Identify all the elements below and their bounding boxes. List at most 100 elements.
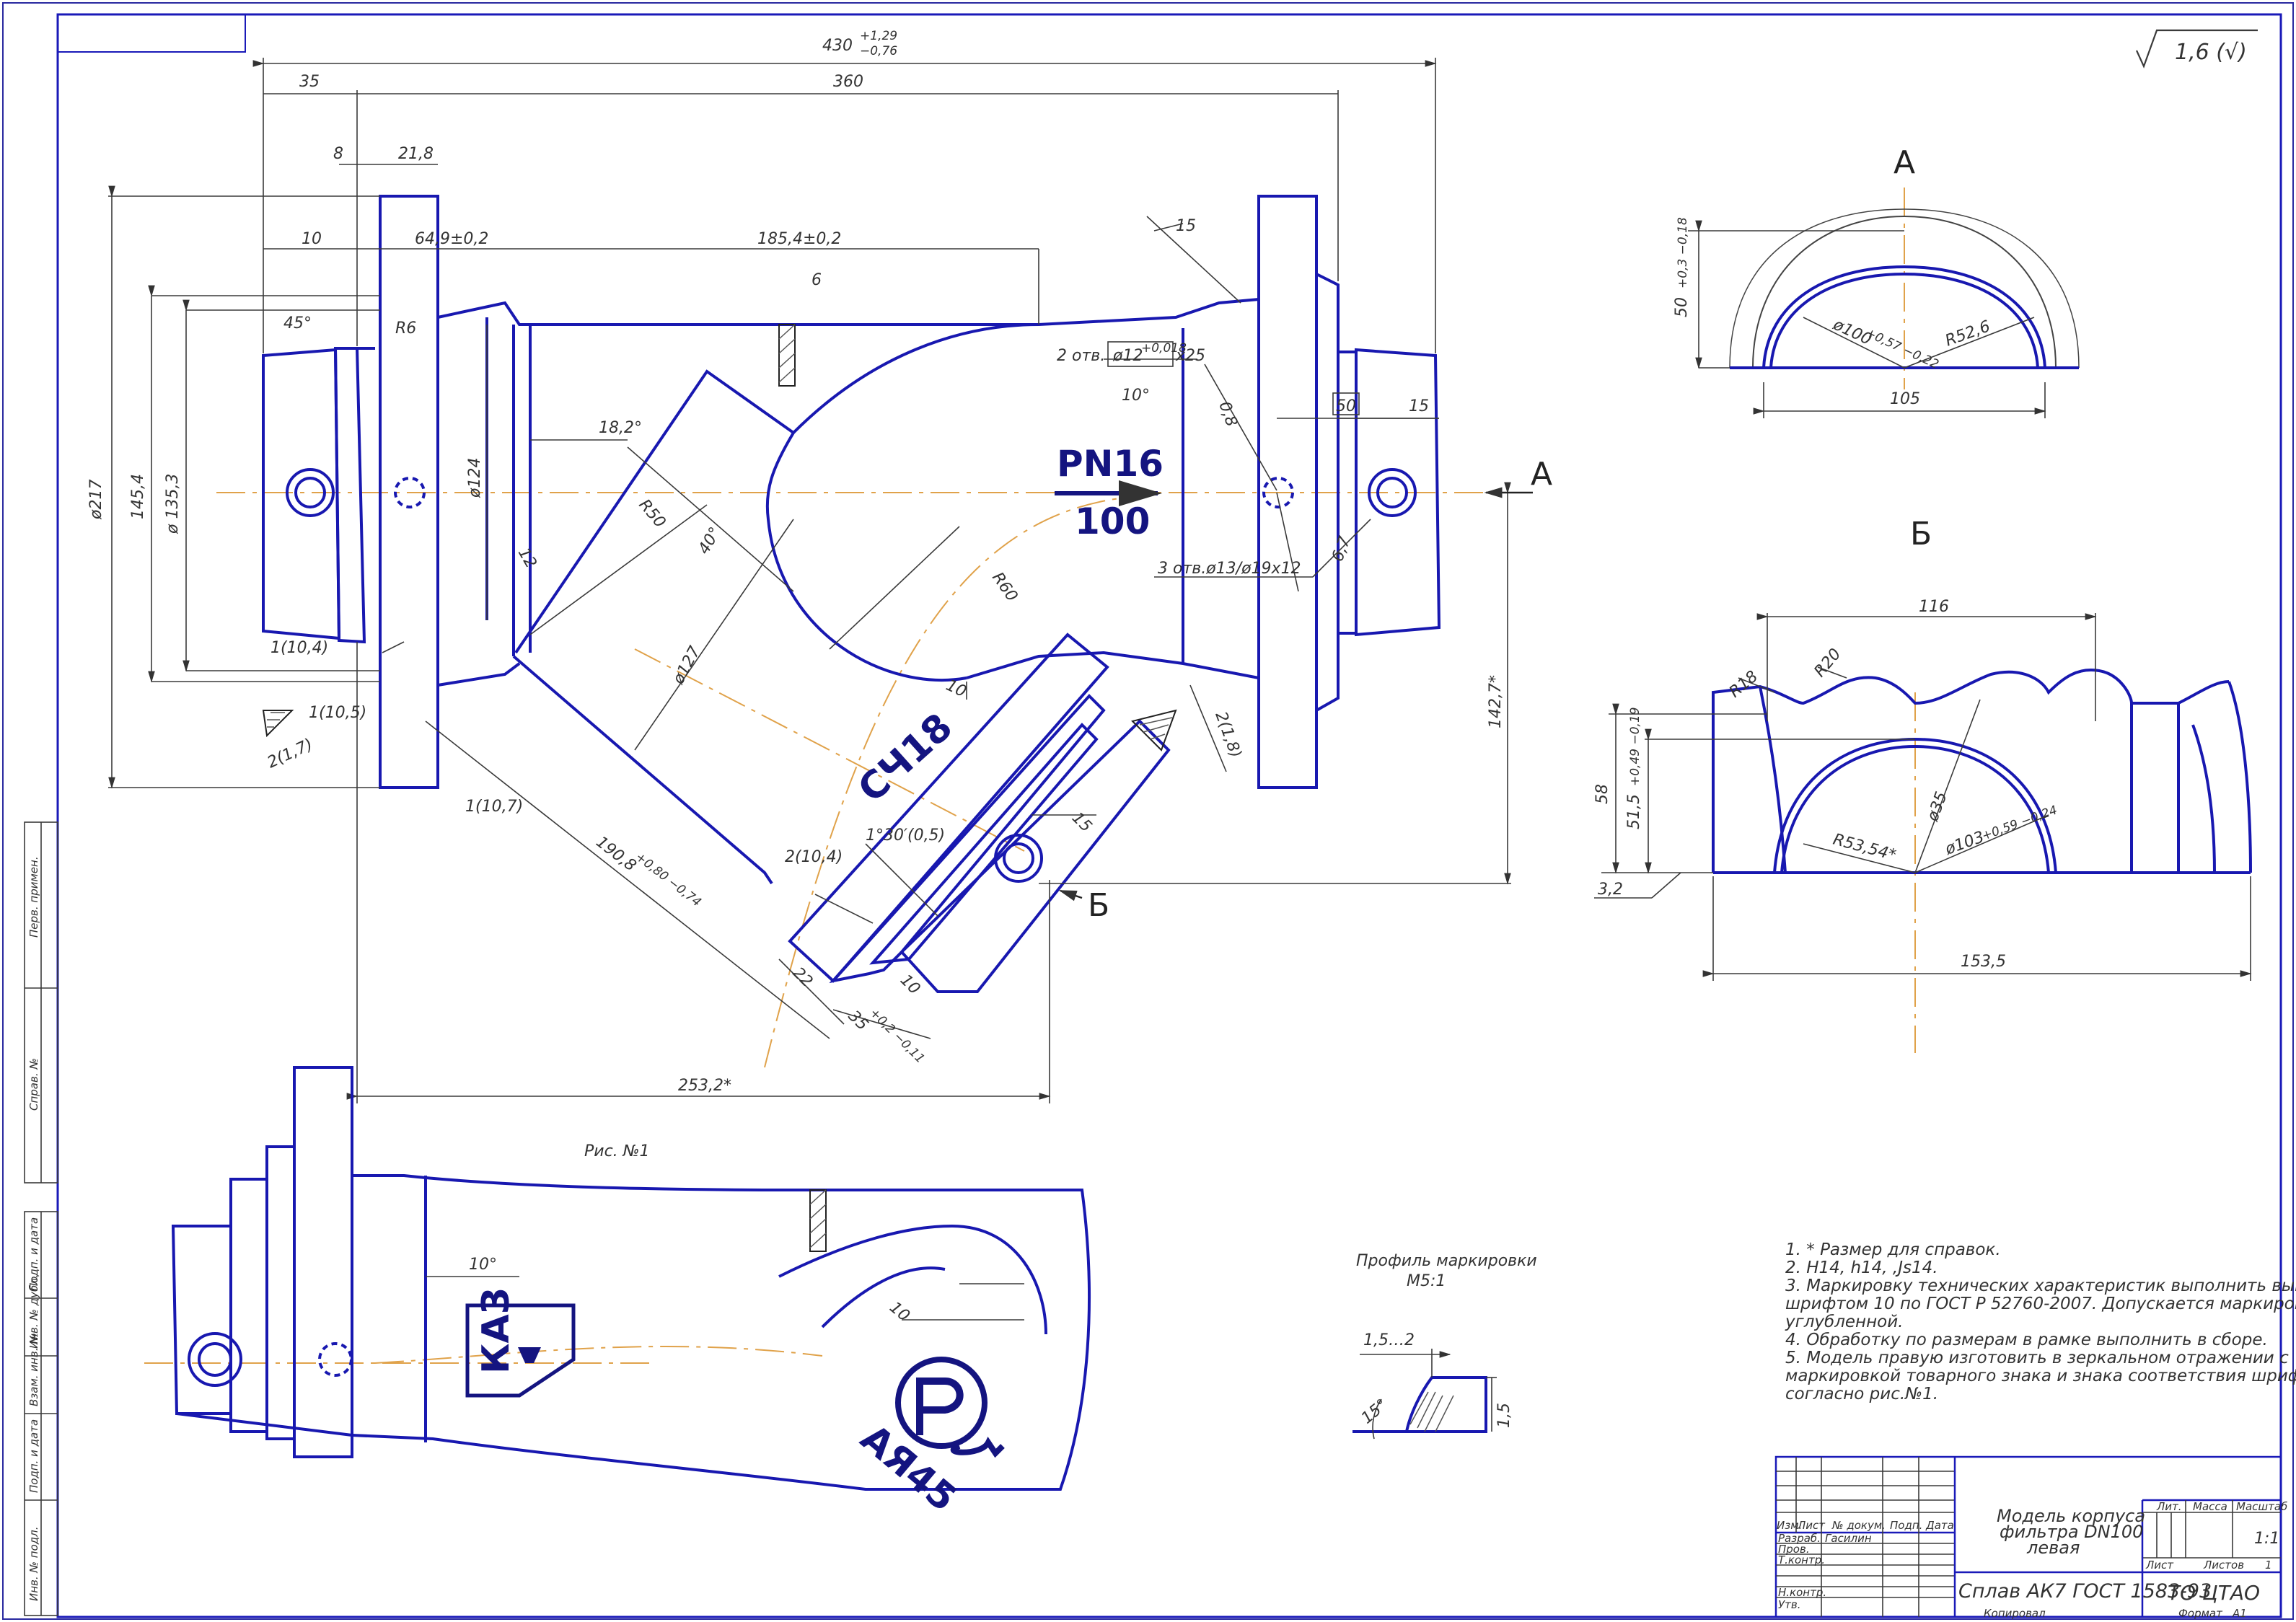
dim-35: 35 — [299, 73, 320, 91]
dim-overall-tol-up: +1,29 — [860, 29, 897, 43]
note-2: 2. Н14, h14, ,Js14. — [1785, 1259, 1938, 1277]
section-a: А 50 +0,3 −0,18 ø100 +0,57 −0,22 R52,6 1… — [1673, 144, 2080, 418]
dim-hole-12: ø12 — [1112, 347, 1143, 365]
dim-holes-2: 2 отв. — [1057, 347, 1105, 365]
dimension-lines — [108, 58, 1511, 1103]
tb-sheet: Лист — [2145, 1559, 2174, 1572]
side-stamp: Перв. примен. Справ. № Подп. и дата Инв.… — [24, 821, 58, 1616]
dim-1-30: 1°30′(0,5) — [866, 827, 945, 845]
section-b-w153-5: 153,5 — [1961, 953, 2006, 971]
tb-h-podp: Подп. — [1890, 1519, 1922, 1532]
section-b-d103-tol: +0,59 −0,24 — [1980, 803, 2059, 843]
tb-title-2: фильтра DN100 — [2000, 1522, 2143, 1542]
section-a-dia100-tol: +0,57 −0,22 — [1863, 325, 1941, 371]
marking-dn100: 100 — [1075, 501, 1150, 542]
tb-format-v: А1 — [2232, 1607, 2247, 1620]
dim-overall: 430 — [822, 37, 853, 55]
section-a-w105: 105 — [1890, 390, 1920, 408]
section-b-h51-5: 51,5 — [1625, 794, 1643, 829]
dim-r60: R60 — [988, 569, 1021, 605]
cert-mark: АЯ45 — [853, 1357, 1005, 1520]
tb-company: ТО ЦТАО — [2168, 1581, 2260, 1605]
dim-35-tol: 35 — [845, 1008, 871, 1034]
arrow-label-b: Б — [1088, 887, 1109, 924]
section-b-h51-5-tol: +0,49 −0,19 — [1628, 707, 1642, 786]
stamp-podp-data-1: Подп. и дата — [27, 1217, 40, 1291]
dim-22: 22 — [789, 964, 816, 991]
marking-material: СЧ18 — [850, 705, 962, 811]
section-b: Б 116 R18 R20 58 51,5 +0,49 −0,19 — [1593, 516, 2252, 1053]
technical-notes: 1. * Размер для справок. 2. Н14, h14, ,J… — [1785, 1240, 2296, 1403]
dim-0-8: 0,8 — [1215, 400, 1240, 429]
section-a-title: А — [1893, 144, 1915, 181]
dim-35-tol-val: +0,2 −0,11 — [866, 1005, 927, 1066]
section-b-d35: ø35 — [1924, 790, 1951, 824]
stamp-sprav: Справ. № — [27, 1058, 40, 1111]
dim-124: ø124 — [466, 458, 484, 498]
figure-1: Рис. №1 10° 10 КАЗ АЯ45 — [144, 1066, 1091, 1520]
marking-pn16: PN16 — [1057, 443, 1164, 485]
tb-sheets: Листов — [2203, 1559, 2244, 1572]
dim-ang-45: 45° — [283, 314, 312, 332]
dim-10c: 10 — [897, 971, 923, 998]
dim-135-3: ø 135,3 — [164, 474, 182, 534]
roughness-symbol: 1,6 (√) — [2135, 29, 2258, 69]
tb-copied: Копировал — [1984, 1607, 2046, 1620]
tb-row-utv: Утв. — [1778, 1598, 1801, 1611]
dim-145-4: 145,4 — [129, 474, 147, 519]
stamp-vzam-inv: Взам. инв. № — [27, 1333, 40, 1406]
tb-scale-h: Масштаб — [2236, 1500, 2287, 1513]
dim-190-8: 190,8 — [592, 833, 639, 875]
tb-h-dokum: № докум. — [1831, 1519, 1886, 1532]
section-b-h3-2: 3,2 — [1598, 881, 1623, 899]
dim-slope-15: 15 — [1176, 217, 1196, 235]
dim-10a: 10 — [302, 230, 322, 248]
dim-8: 8 — [333, 145, 343, 163]
brand-mark: КАЗ — [465, 1287, 576, 1398]
dim-r50: R50 — [635, 496, 669, 532]
dim-overall-tol-low: −0,76 — [860, 44, 897, 58]
tb-scale-v: 1:1 — [2254, 1530, 2279, 1548]
dim-217: ø217 — [87, 480, 105, 520]
dim-holes-3: 3 отв.ø13/ø19x12 — [1158, 560, 1301, 578]
tb-title-1: Модель корпуса — [1997, 1506, 2145, 1526]
dim-18-2: 18,2° — [599, 419, 642, 437]
tb-mass: Масса — [2193, 1500, 2227, 1513]
tb-row-nkontr: Н.контр. — [1778, 1586, 1826, 1599]
note-3: 3. Маркировку технических характеристик … — [1785, 1277, 2296, 1295]
figure-caption: Рис. №1 — [584, 1142, 650, 1160]
dim-6: 6 — [811, 271, 822, 289]
dim-r6: R6 — [395, 319, 416, 338]
profile-caption-2: М5:1 — [1407, 1272, 1446, 1290]
dim-2-1-8: 2(1,8) — [1211, 710, 1244, 761]
tb-row-razrab: Разраб. — [1778, 1532, 1821, 1545]
profile-w: 1,5…2 — [1363, 1331, 1415, 1349]
section-a-h50: 50 — [1673, 297, 1691, 317]
dim-64-9: 64,9±0,2 — [415, 230, 488, 248]
tb-lit: Лит. — [2156, 1500, 2182, 1513]
dim-15b: 15 — [1068, 809, 1095, 836]
section-b-h58: 58 — [1593, 784, 1611, 804]
stamp-inv-dubl: Инв. № дубл. — [27, 1274, 40, 1349]
title-block: Изм. Лист № докум. Подп. Дата Разраб. Га… — [1774, 1455, 2287, 1620]
section-b-r18: R18 — [1726, 668, 1761, 702]
arrow-label-a: А — [1531, 456, 1552, 493]
section-b-w116: 116 — [1919, 598, 1949, 616]
profile-ang: 15° — [1358, 1396, 1391, 1427]
dim-50: 50 — [1336, 397, 1356, 415]
tb-developer: Гасилин — [1825, 1532, 1872, 1545]
dim-2-10-4: 2(10,4) — [785, 848, 843, 866]
tb-row-tkontr: Т.контр. — [1778, 1553, 1825, 1566]
dim-127: ø127 — [669, 643, 705, 688]
marking-profile: Профиль маркировки М5:1 1,5…2 15° 1,5 — [1352, 1252, 1537, 1440]
roughness-value: 1,6 (√) — [2175, 40, 2247, 65]
stamp-podp-data-2: Подп. и дата — [27, 1419, 40, 1493]
section-a-r52-6: R52,6 — [1943, 317, 1993, 350]
dim-1-10-7: 1(10,7) — [465, 798, 523, 816]
dim-1-10-4a: 1(10,4) — [270, 639, 328, 657]
section-b-title: Б — [1910, 516, 1932, 552]
note-3c: углубленной. — [1785, 1313, 1903, 1331]
stamp-inv-podl: Инв. № подл. — [27, 1527, 40, 1601]
dim-190-8-tol: +0,80 −0,74 — [633, 850, 704, 909]
